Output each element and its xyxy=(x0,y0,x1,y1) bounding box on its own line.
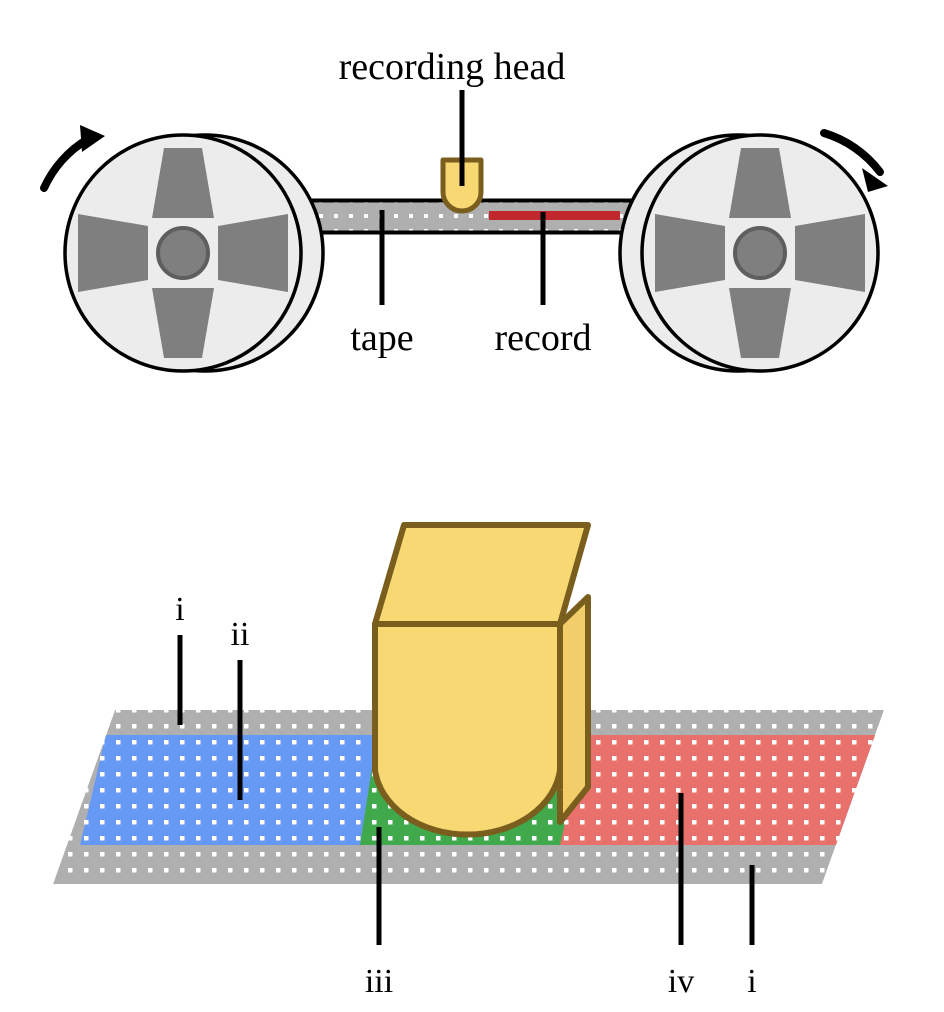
bottom-view-group: i ii iii iv i xyxy=(53,522,884,1000)
record-stripe xyxy=(489,211,620,220)
left-reel-spoke-right xyxy=(218,214,288,292)
left-reel-spoke-left xyxy=(78,214,148,292)
recording-head-label: recording head xyxy=(339,46,566,88)
right-reel-hub xyxy=(733,226,787,280)
left-reel xyxy=(40,125,325,373)
track-band-iv-red xyxy=(536,735,884,845)
left-reel-rotation-arrow-icon xyxy=(40,125,105,192)
recording-head-side-foot xyxy=(557,785,591,825)
label-i-bottom: i xyxy=(747,963,756,1000)
label-iv: iv xyxy=(668,963,694,1000)
right-reel-spoke-right xyxy=(795,214,865,292)
recording-head-3d xyxy=(372,522,591,838)
left-reel-spoke-top xyxy=(152,148,214,218)
right-reel xyxy=(618,129,888,373)
recording-head-front-face xyxy=(372,621,563,838)
top-view-group: recording head tape record xyxy=(40,46,888,373)
tape-label: tape xyxy=(350,317,413,359)
right-reel-rotation-arrow-icon xyxy=(820,129,888,192)
label-iii: iii xyxy=(365,963,393,1000)
label-ii: ii xyxy=(231,616,250,653)
right-reel-spoke-bottom xyxy=(729,288,791,358)
right-reel-spoke-top xyxy=(729,148,791,218)
left-reel-spoke-bottom xyxy=(152,288,214,358)
record-label: record xyxy=(494,317,591,359)
left-reel-hub xyxy=(156,226,210,280)
right-reel-spoke-left xyxy=(655,214,725,292)
recording-head-top-face xyxy=(372,522,591,627)
label-i-top: i xyxy=(175,591,184,628)
